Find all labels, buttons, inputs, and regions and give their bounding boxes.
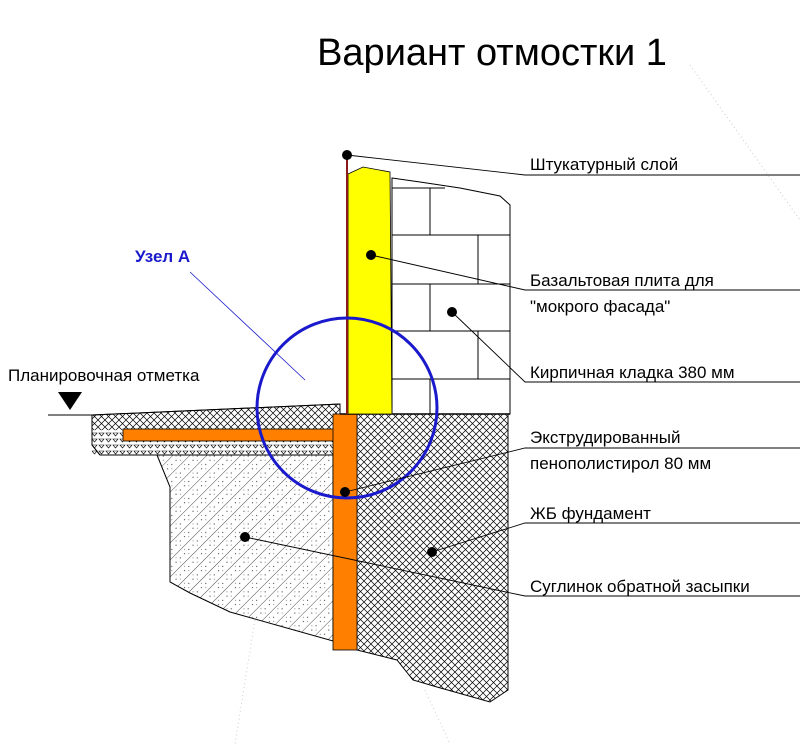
node-a-label: Узел А (135, 247, 190, 266)
callout-plaster: Штукатурный слой (530, 155, 678, 174)
callout-foundation: ЖБ фундамент (530, 504, 651, 523)
grade-label: Планировочная отметка (8, 366, 200, 385)
page-title: Вариант отмостки 1 (317, 32, 667, 74)
callout-basalt-2: "мокрого фасада" (530, 297, 670, 316)
callout-xps-1: Экструдированный (530, 428, 680, 447)
callout-basalt-1: Базальтовая плита для (530, 271, 714, 290)
xps-vertical (332, 413, 358, 651)
backfill-soil (156, 454, 334, 642)
callout-brick: Кирпичная кладка 380 мм (530, 363, 735, 382)
node-a-leader (189, 271, 306, 381)
rc-foundation (356, 413, 509, 703)
leader-dots (240, 150, 457, 557)
grade-mark (48, 392, 92, 416)
node-a-circle (255, 316, 439, 500)
xps-horizontal (122, 428, 335, 442)
callout-backfill: Суглинок обратной засыпки (530, 577, 750, 596)
basalt-insulation (347, 166, 393, 415)
brick-wall (391, 177, 511, 415)
grade-triangle-icon (58, 392, 82, 410)
construction-lines (234, 64, 800, 744)
leader-lines (244, 154, 800, 597)
callout-xps-2: пенополистирол 80 мм (530, 454, 711, 473)
